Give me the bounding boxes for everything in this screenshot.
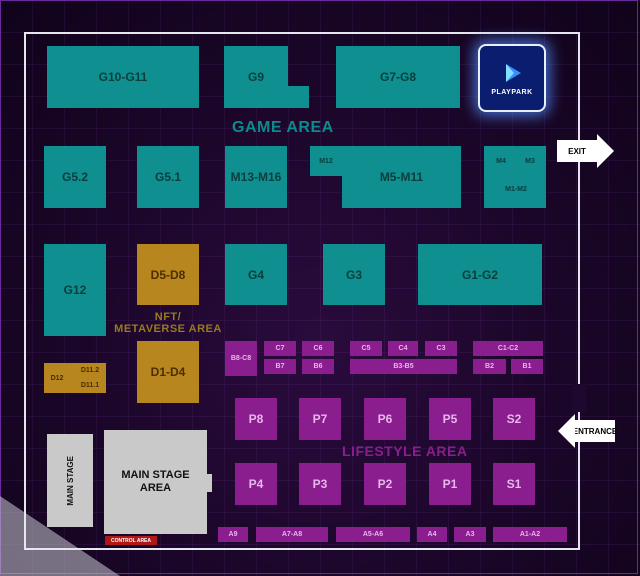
booth-d11-1[interactable]: D11.1 [80, 382, 100, 389]
booth-a1-a2[interactable]: A1-A2 [493, 527, 567, 542]
booth-m12[interactable]: M12 [310, 146, 342, 176]
booth-g5-1[interactable]: G5.1 [137, 146, 199, 208]
booth-s1[interactable]: S1 [493, 463, 535, 505]
booth-m3[interactable]: M3 [525, 157, 535, 165]
booth-d1-d4[interactable]: D1-D4 [137, 341, 199, 403]
booth-p3[interactable]: P3 [299, 463, 341, 505]
booth-g7-g8[interactable]: G7-G8 [336, 46, 460, 108]
booth-g4[interactable]: G4 [225, 244, 287, 305]
booth-a9[interactable]: A9 [218, 527, 248, 542]
booth-a3[interactable]: A3 [454, 527, 486, 542]
booth-p8[interactable]: P8 [235, 398, 277, 440]
playpark-logo: PLAYPARK [478, 44, 546, 112]
nft-metaverse-label: NFT/ METAVERSE AREA [114, 311, 222, 335]
booth-p5[interactable]: P5 [429, 398, 471, 440]
booth-d5-d8[interactable]: D5-D8 [137, 244, 199, 305]
booth-b8-c8[interactable]: B8-C8 [225, 341, 257, 376]
booth-m-block [484, 146, 546, 208]
booth-c1-c2[interactable]: C1-C2 [473, 341, 543, 356]
booth-p1[interactable]: P1 [429, 463, 471, 505]
entrance-gap [572, 384, 586, 412]
booth-m1-m2[interactable]: M1-M2 [505, 185, 527, 193]
booth-c5[interactable]: C5 [350, 341, 382, 356]
booth-d-block [44, 363, 106, 393]
main-stage-area[interactable]: MAIN STAGE AREA [104, 430, 207, 534]
booth-g9[interactable]: G9 [224, 46, 288, 108]
booth-m5-m11[interactable]: M5-M11 [342, 146, 461, 208]
control-area[interactable]: CONTROL AREA [105, 536, 157, 545]
booth-d12[interactable]: D12 [50, 374, 64, 382]
booth-c3[interactable]: C3 [425, 341, 457, 356]
booth-b1[interactable]: B1 [511, 359, 543, 374]
main-stage[interactable]: MAIN STAGE [47, 434, 93, 527]
booth-g1-g2[interactable]: G1-G2 [418, 244, 542, 305]
booth-b2[interactable]: B2 [473, 359, 506, 374]
booth-c4[interactable]: C4 [388, 341, 418, 356]
booth-a7-a8[interactable]: A7-A8 [256, 527, 328, 542]
exit-arrow-icon [597, 134, 614, 168]
booth-m13-m16[interactable]: M13-M16 [225, 146, 287, 208]
booth-p4[interactable]: P4 [235, 463, 277, 505]
booth-c6[interactable]: C6 [302, 341, 334, 356]
booth-b7[interactable]: B7 [264, 359, 296, 374]
booth-d11-2[interactable]: D11.2 [80, 367, 100, 374]
booth-b3-b5[interactable]: B3-B5 [350, 359, 457, 374]
logo-text: PLAYPARK [491, 88, 533, 96]
booth-g5-2[interactable]: G5.2 [44, 146, 106, 208]
booth-a4[interactable]: A4 [417, 527, 447, 542]
booth-b6[interactable]: B6 [302, 359, 334, 374]
booth-s2[interactable]: S2 [493, 398, 535, 440]
stage-stub [207, 474, 212, 492]
lifestyle-area-label: LIFESTYLE AREA [342, 443, 468, 459]
booth-a5-a6[interactable]: A5-A6 [336, 527, 410, 542]
booth-p2[interactable]: P2 [364, 463, 406, 505]
game-area-label: GAME AREA [232, 119, 334, 136]
booth-g9-ext [288, 86, 309, 108]
booth-c7[interactable]: C7 [264, 341, 296, 356]
booth-g12[interactable]: G12 [44, 244, 106, 336]
booth-p6[interactable]: P6 [364, 398, 406, 440]
exit-sign: EXIT [557, 140, 597, 162]
booth-m4[interactable]: M4 [496, 157, 506, 165]
entrance-sign: ENTRANCE [573, 420, 617, 442]
booth-g3[interactable]: G3 [323, 244, 385, 305]
booth-p7[interactable]: P7 [299, 398, 341, 440]
booth-g10-g11[interactable]: G10-G11 [47, 46, 199, 108]
venue-boundary [24, 32, 580, 550]
entrance-arrow-icon [558, 414, 575, 448]
play-triangle-icon [506, 63, 521, 82]
